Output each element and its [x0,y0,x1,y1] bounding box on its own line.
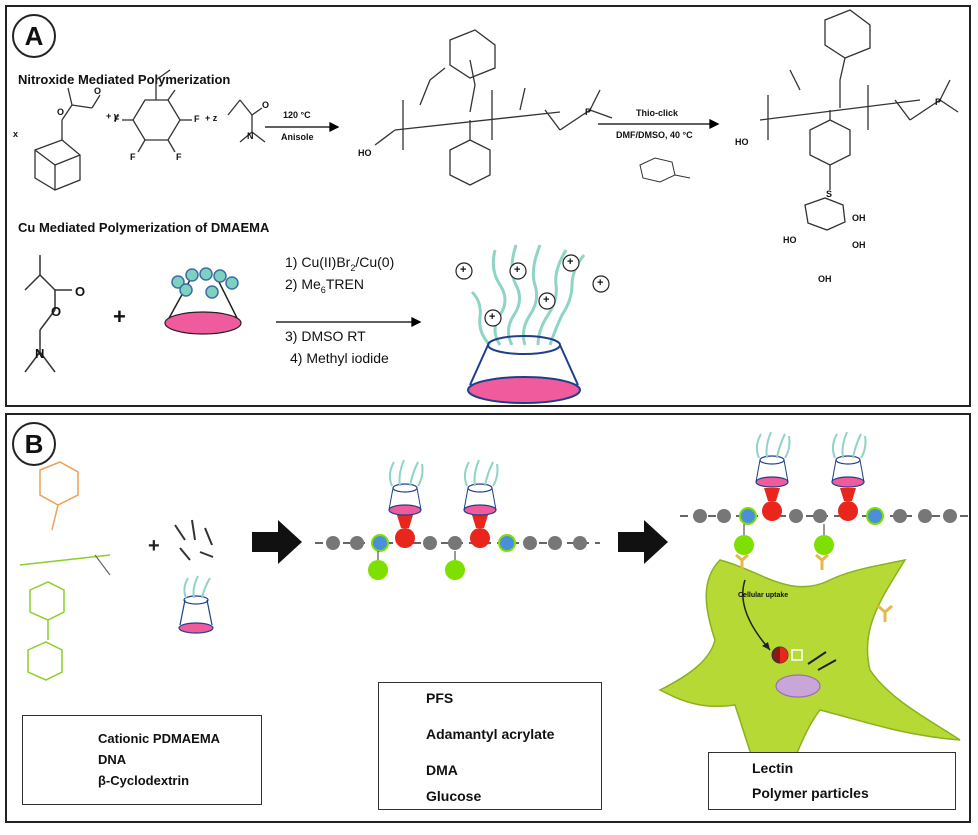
cell-surface-chain [680,431,972,622]
charge-5: + [543,294,550,306]
atom-f-4: F [176,152,182,162]
plus-z: + z [205,113,218,123]
legend-cationic-pdmaema: Cationic PDMAEMA [98,731,221,746]
charge-6: + [489,311,496,323]
atom-o-acrylate-2: O [94,86,102,96]
atom-f-3: F [130,152,136,162]
cu-step-1: 1) Cu(II)Br2/Cu(0) [285,254,395,273]
cu-step-2: 2) Me6TREN [285,276,364,295]
cation-charges [455,254,610,327]
atom-n-dmaema: N [35,346,45,361]
atom-oh-3: OH [818,274,832,284]
cellular-uptake-label: Cellular uptake [738,592,789,599]
atom-n-dma: N [247,131,254,141]
atom-o-dmaema: O [75,284,86,299]
assembly-chain [315,459,600,580]
atom-p-2: P [935,97,942,107]
coef-x: x [13,129,19,139]
adamantyl-acrylate-structure [34,87,101,191]
atom-ho-2: HO [735,137,749,147]
dmaema-monomer-structure [24,255,72,373]
atom-o-acrylate: O [57,107,65,117]
legend-glucose: Glucose [426,788,482,804]
reaction-arrow-1 [265,121,340,133]
charge-4: + [597,277,604,289]
cu-step-3: 3) DMSO RT [285,328,366,344]
thioglucose-structure [639,157,691,183]
condition-2-bottom: DMF/DMSO, 40 °C [616,130,693,140]
panel-b-plus-glyph: + [148,535,160,557]
charge-2: + [514,264,521,276]
condition-1-bottom: Anisole [281,132,314,142]
panel-a-badge: A [12,14,56,58]
legend-dma: DMA [426,762,458,778]
copolymer-structure [374,29,613,186]
plus-y: + y [106,111,119,121]
condition-1-top: 120 °C [283,110,311,120]
reaction-arrow-2 [598,118,720,130]
glycopolymer-colored [19,461,111,681]
cell-shape [658,558,961,807]
legend-dna: DNA [98,752,127,767]
small-cd-star [178,575,214,634]
atom-p-1: P [585,107,592,117]
panel-b-badge: B [12,422,56,466]
big-arrow-1 [252,520,302,564]
atom-ho-1: HO [358,148,372,158]
atom-oh-1: OH [852,213,866,223]
cyclodextrin-initiator [164,267,242,335]
atom-o-dmaema-2: O [51,304,62,319]
dna-fragments [174,519,214,561]
dma-monomer-structure [227,99,266,143]
charge-1: + [460,264,467,276]
cu-step-4: 4) Methyl iodide [290,350,389,366]
legend-left [22,715,262,805]
glycopolymer-structure [759,9,959,231]
atom-f-1: F [114,114,120,124]
nmp-title: Nitroxide Mediated Polymerization [18,72,231,87]
legend-pfs: PFS [426,690,454,706]
legend-middle [378,682,602,810]
charge-3: + [567,256,574,268]
cu-plus: + [113,304,126,329]
star-polymer-base [467,335,581,404]
condition-2-top: Thio-click [636,108,679,118]
atom-oh-2: OH [852,240,866,250]
legend-polymer-particles: Polymer particles [752,785,869,801]
atom-f-2: F [194,114,200,124]
reaction-arrow-3 [276,316,422,328]
panel-a [5,5,971,407]
legend-right [708,752,956,810]
legend-lectin: Lectin [752,760,794,776]
cu-polymerization-title: Cu Mediated Polymerization of DMAEMA [18,220,270,235]
atom-ho-3: HO [783,235,797,245]
big-arrow-2 [618,520,668,564]
panel-a-scheme [24,9,959,404]
legend-cyclodextrin: β-Cyclodextrin [98,773,190,788]
pentafluorostyrene-structure [122,69,192,153]
legend-adamantyl-acrylate: Adamantyl acrylate [426,726,555,742]
atom-o-dma: O [262,100,270,110]
atom-s-1: S [826,189,833,199]
